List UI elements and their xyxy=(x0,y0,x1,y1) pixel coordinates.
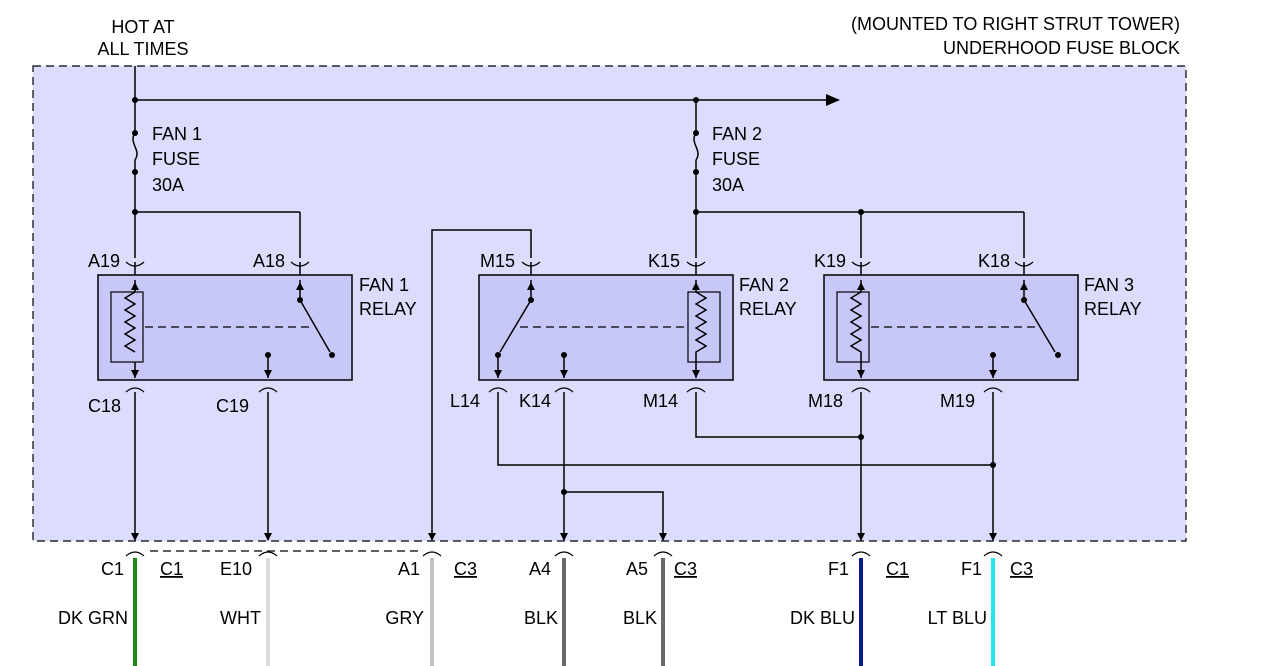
relay3-name: FAN 3 xyxy=(1084,275,1134,295)
fuse1-rating: 30A xyxy=(152,175,184,195)
conn-c1: C1 xyxy=(160,559,183,579)
pin-c1: C1 xyxy=(101,559,124,579)
fuse2-rating: 30A xyxy=(712,175,744,195)
connector-terminals xyxy=(125,551,1003,557)
m15-feed-wire xyxy=(431,229,532,540)
pin-f1-b: F1 xyxy=(961,559,982,579)
pin-a1: A1 xyxy=(398,559,420,579)
pin-k15: K15 xyxy=(648,251,680,271)
relay2-type: RELAY xyxy=(739,299,797,319)
pin-a5: A5 xyxy=(626,559,648,579)
conn-c3-b: C3 xyxy=(674,559,697,579)
fan1-fuse xyxy=(132,120,301,258)
relay1-name: FAN 1 xyxy=(359,275,409,295)
power-label-1: HOT AT xyxy=(111,17,174,37)
block-label-1: (MOUNTED TO RIGHT STRUT TOWER) xyxy=(851,14,1180,34)
relay1-type: RELAY xyxy=(359,299,417,319)
wire-label-dk-blu: DK BLU xyxy=(790,608,855,628)
fuse2-name: FAN 2 xyxy=(712,124,762,144)
pin-k19: K19 xyxy=(814,251,846,271)
fan2-fuse xyxy=(693,120,1025,258)
pin-l14: L14 xyxy=(450,391,480,411)
wire-label-dk-grn: DK GRN xyxy=(58,608,128,628)
fan1-relay xyxy=(97,261,353,393)
pin-c18: C18 xyxy=(88,396,121,416)
wire-label-wht: WHT xyxy=(220,608,261,628)
internal-wiring xyxy=(131,392,997,552)
pin-m14: M14 xyxy=(643,391,678,411)
pin-k14: K14 xyxy=(519,391,551,411)
wire-label-blk-a5: BLK xyxy=(623,608,657,628)
pin-f1-a: F1 xyxy=(828,559,849,579)
relay2-name: FAN 2 xyxy=(739,275,789,295)
pin-c19: C19 xyxy=(216,396,249,416)
pin-m18: M18 xyxy=(808,391,843,411)
pin-m19: M19 xyxy=(940,391,975,411)
power-bus xyxy=(132,66,840,120)
wire-label-gry: GRY xyxy=(385,608,424,628)
pin-a19: A19 xyxy=(88,251,120,271)
pin-m15: M15 xyxy=(480,251,515,271)
relay3-type: RELAY xyxy=(1084,299,1142,319)
power-label-2: ALL TIMES xyxy=(97,39,188,59)
fan3-relay xyxy=(823,261,1079,393)
pin-k18: K18 xyxy=(978,251,1010,271)
fan2-relay xyxy=(478,261,734,393)
fuse1-type: FUSE xyxy=(152,149,200,169)
fuse2-type: FUSE xyxy=(712,149,760,169)
conn-c1-b: C1 xyxy=(886,559,909,579)
conn-c3-a: C3 xyxy=(454,559,477,579)
block-label-2: UNDERHOOD FUSE BLOCK xyxy=(943,38,1180,58)
conn-c3-c: C3 xyxy=(1010,559,1033,579)
pin-a18: A18 xyxy=(253,251,285,271)
fuse1-name: FAN 1 xyxy=(152,124,202,144)
pin-e10: E10 xyxy=(220,559,252,579)
pin-a4: A4 xyxy=(529,559,551,579)
wire-label-blk-a4: BLK xyxy=(524,608,558,628)
wire-label-lt-blu: LT BLU xyxy=(928,608,987,628)
